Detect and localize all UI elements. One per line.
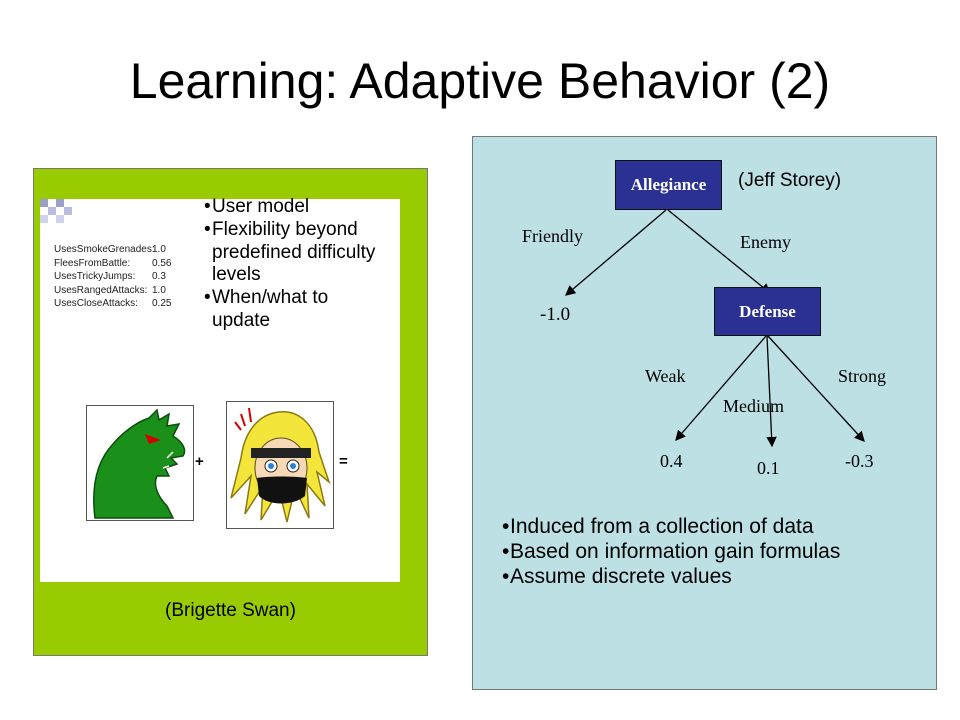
stat-value: 1.0 [152, 244, 166, 255]
player-stats-table: UsesSmokeGrenades: FleesFromBattle: Uses… [54, 243, 171, 311]
edge-strong [767, 335, 865, 442]
stats-value-column: 1.0 0.56 0.3 1.0 0.25 [152, 243, 171, 311]
bullet-item: Induced from a collection of data [502, 514, 922, 539]
tree-node-defense: Defense [714, 287, 821, 336]
stat-value: 0.25 [152, 298, 172, 309]
edge-weak [675, 335, 767, 441]
stat-label: FleesFromBattle: [54, 257, 131, 269]
leaf-strong: -0.3 [845, 451, 874, 471]
slide-title: Learning: Adaptive Behavior (2) [129, 53, 831, 109]
stat-value: 0.56 [152, 257, 172, 269]
edge-label-enemy: Enemy [740, 232, 791, 252]
ninja-character-icon [230, 407, 331, 523]
leaf-friendly: -1.0 [540, 304, 571, 325]
tree-bullets: Induced from a collection of data Based … [502, 514, 922, 590]
leaf-weak: 0.4 [660, 451, 683, 471]
bullet-item: When/what to update [204, 287, 379, 333]
left-caption: (Brigette Swan) [165, 600, 296, 621]
equals-symbol: = [339, 453, 348, 470]
stat-value: 1.0 [152, 284, 166, 296]
edge-label-strong: Strong [838, 366, 887, 386]
bullet-item: Flexibility beyond predefined difficulty… [204, 219, 379, 287]
checker-pattern-icon [40, 199, 72, 223]
bullet-item: User model [204, 196, 379, 219]
stat-label: UsesRangedAttacks: [54, 284, 148, 296]
tree-node-root: Allegiance [615, 160, 722, 210]
stat-value: 0.3 [152, 271, 166, 282]
stat-label: UsesSmokeGrenades: [54, 244, 155, 255]
credit-label: (Jeff Storey) [738, 170, 842, 191]
edge-label-weak: Weak [645, 366, 686, 386]
bullet-item: Assume discrete values [502, 564, 922, 589]
stat-label: UsesCloseAttacks: [54, 298, 138, 309]
edge-label-medium: Medium [723, 396, 784, 416]
ninja-card [226, 401, 334, 529]
dragon-monster-icon [93, 408, 186, 519]
right-panel [472, 136, 937, 690]
stat-label: UsesTrickyJumps: [54, 271, 136, 282]
edge-friendly [565, 209, 667, 296]
plus-symbol: + [195, 453, 204, 470]
edge-label-friendly: Friendly [522, 226, 583, 246]
stats-label-column: UsesSmokeGrenades: FleesFromBattle: Uses… [54, 243, 155, 311]
user-model-bullets: User model Flexibility beyond predefined… [204, 196, 379, 333]
edge-enemy [667, 209, 772, 294]
monster-card [86, 405, 194, 521]
bullet-item: Based on information gain formulas [502, 539, 922, 564]
leaf-medium: 0.1 [757, 458, 780, 478]
edge-medium [766, 335, 777, 448]
